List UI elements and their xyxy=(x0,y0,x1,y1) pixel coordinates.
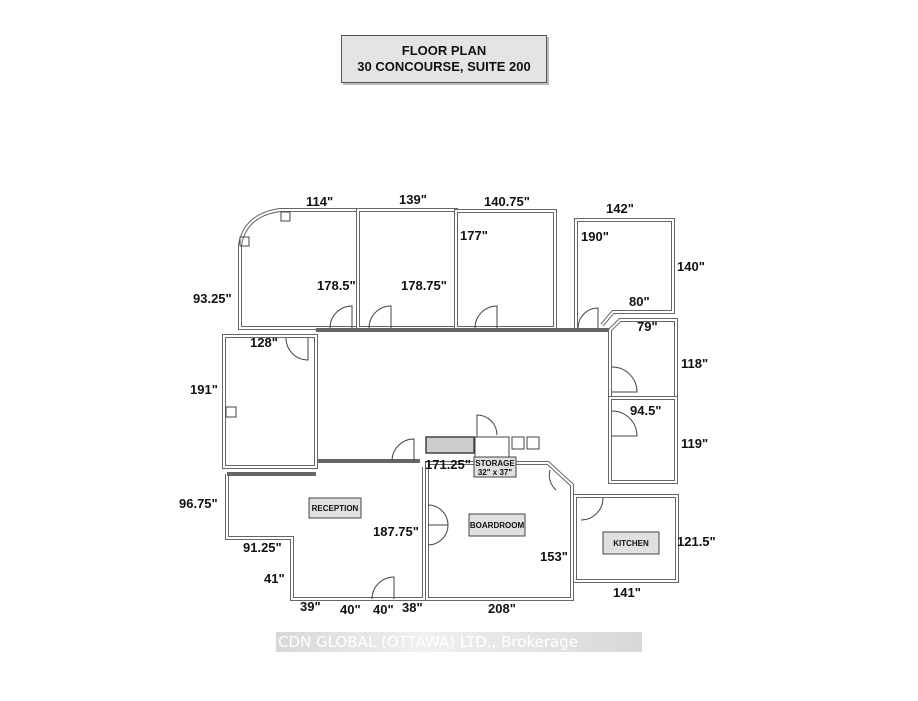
dim-office3-top: 140.75" xyxy=(484,194,530,209)
room-label-reception: RECEPTION xyxy=(312,504,359,513)
title-line-1: FLOOR PLAN xyxy=(401,43,487,58)
dim-bottom-38: 38" xyxy=(402,600,423,615)
dim-bottom-39: 39" xyxy=(300,599,321,614)
dim-office2-top: 139" xyxy=(399,192,427,207)
dim-reception-step-h: 41" xyxy=(264,571,285,586)
dim-kitchen-right: 121.5" xyxy=(677,534,716,549)
dim-office6-top: 94.5" xyxy=(630,403,661,418)
office-7 xyxy=(222,334,318,469)
copier-icon xyxy=(526,436,540,450)
dim-storage-wall: 171.25" xyxy=(425,457,471,472)
door-icon xyxy=(474,305,498,329)
office-2 xyxy=(356,208,458,330)
office-1 xyxy=(238,208,360,330)
dim-bottom-40a: 40" xyxy=(340,602,361,617)
storage-size: 32" x 37" xyxy=(478,468,512,477)
dim-office4-left: 190" xyxy=(581,229,609,244)
column-icon xyxy=(225,406,237,418)
door-icon xyxy=(476,414,498,437)
door-icon xyxy=(611,410,638,437)
dim-office1-left: 93.25" xyxy=(193,291,232,306)
door-icon xyxy=(285,337,309,361)
door-icon xyxy=(371,576,395,600)
dim-reception-right: 187.75" xyxy=(373,524,419,539)
dim-office7-top: 128" xyxy=(250,335,278,350)
room-label-kitchen: KITCHEN xyxy=(613,539,649,548)
kitchen-room xyxy=(573,494,679,583)
door-icon xyxy=(580,497,604,521)
door-icon xyxy=(391,438,415,462)
reception-room xyxy=(225,438,426,601)
dim-office1-depth: 178.5" xyxy=(317,278,356,293)
room-label-storage: STORAGE xyxy=(475,459,515,468)
door-icon xyxy=(329,305,353,329)
dim-kitchen-bottom: 141" xyxy=(613,585,641,600)
dim-office5-right: 118" xyxy=(681,356,708,371)
boardroom-room xyxy=(425,461,574,601)
dim-office4-top: 142" xyxy=(606,201,634,216)
door-icon xyxy=(427,524,449,546)
dim-office2-depth: 178.75" xyxy=(401,278,447,293)
column-icon xyxy=(280,211,291,222)
printer-icon xyxy=(511,436,525,450)
door-icon xyxy=(577,307,599,329)
title-line-2: 30 CONCOURSE, SUITE 200 xyxy=(357,59,531,74)
dim-office4-right: 140" xyxy=(677,259,705,274)
room-label-boardroom: BOARDROOM xyxy=(470,521,525,530)
brokerage-watermark: CDN GLOBAL (OTTAWA) LTD., Brokerage xyxy=(276,632,642,652)
dim-office5-top: 79" xyxy=(637,319,658,334)
office-6 xyxy=(608,396,678,484)
dim-office4-bottom: 80" xyxy=(629,294,650,309)
dim-boardroom-bottom: 208" xyxy=(488,601,516,616)
dim-office3-depth: 177" xyxy=(460,228,488,243)
storage-area xyxy=(425,414,540,478)
title-box: FLOOR PLAN 30 CONCOURSE, SUITE 200 xyxy=(341,35,547,83)
door-icon xyxy=(611,366,638,393)
column-icon xyxy=(239,236,250,247)
dim-reception-step: 91.25" xyxy=(243,540,282,555)
dim-bottom-40b: 40" xyxy=(373,602,394,617)
office-4 xyxy=(574,218,675,330)
dim-reception-left: 96.75" xyxy=(179,496,218,511)
office-5 xyxy=(608,318,678,400)
dim-office7-left: 191" xyxy=(190,382,218,397)
dim-office1-top: 114" xyxy=(306,194,333,209)
door-icon xyxy=(368,305,392,329)
dim-boardroom-right: 153" xyxy=(540,549,568,564)
door-icon xyxy=(548,469,557,491)
dim-office6-right: 119" xyxy=(681,436,708,451)
door-icon xyxy=(427,504,449,526)
